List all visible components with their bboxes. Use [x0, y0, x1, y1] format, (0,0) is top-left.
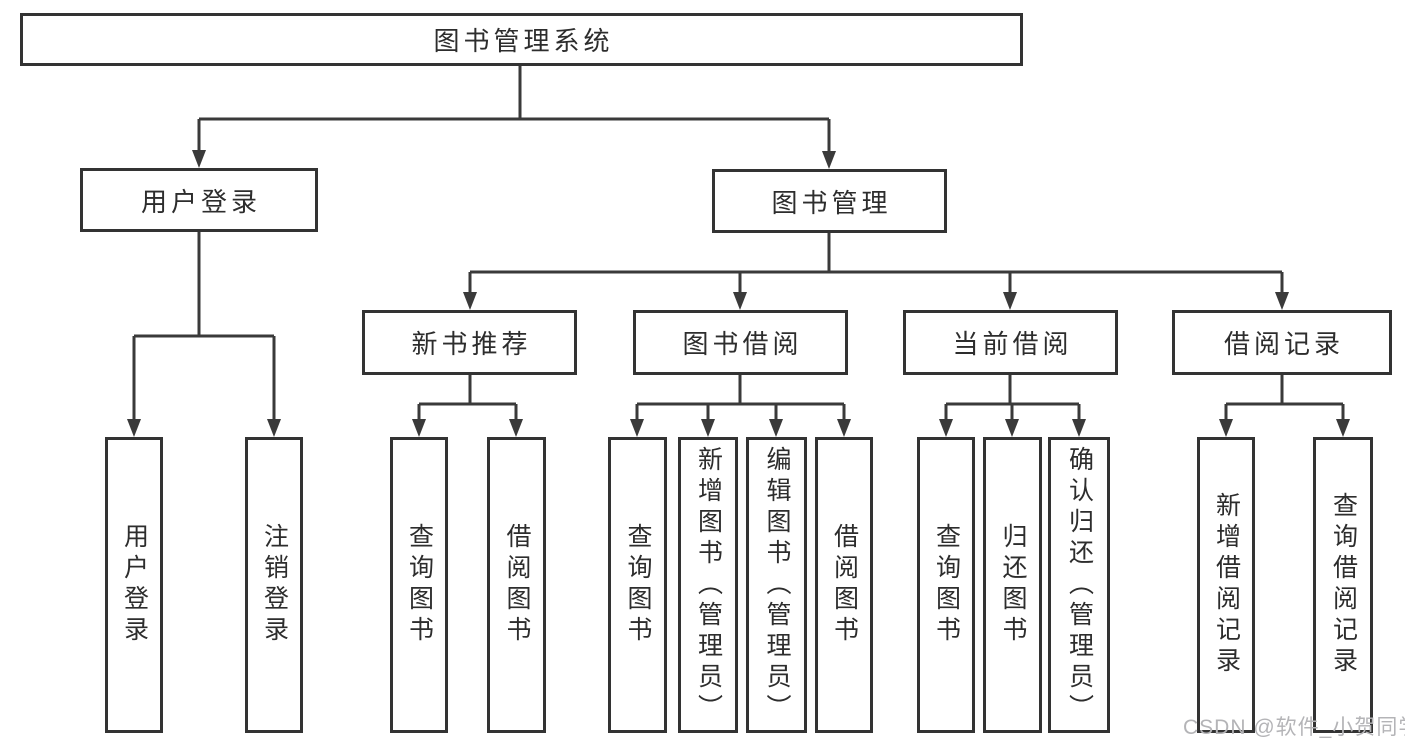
node-new-book-recommendation: 新书推荐 [362, 310, 577, 375]
connector-new-book-recommendation [417, 375, 518, 422]
node-label: 图书借阅 [682, 329, 803, 359]
arrowhead [509, 419, 523, 437]
node-library-system: 图书管理系统 [20, 13, 1023, 66]
arrowhead [192, 150, 206, 168]
node-label: 用户登录 [140, 186, 261, 217]
arrowhead [1275, 292, 1289, 310]
arrowhead [412, 419, 426, 437]
node-label: 借阅记录 [1223, 329, 1344, 359]
leaf-user-login: 用户登录 [105, 437, 163, 733]
leaf-cb-query-books: 查询图书 [917, 437, 975, 733]
node-label: 查询图书 [624, 523, 652, 647]
arrowhead [1336, 419, 1350, 437]
node-label: 新书推荐 [411, 329, 532, 359]
connector-current-borrowing [944, 375, 1081, 422]
node-borrowing-records: 借阅记录 [1172, 310, 1392, 375]
arrowhead [769, 419, 783, 437]
csdn-watermark: CSDN @软件_小贺同学 [1183, 716, 1405, 739]
connector-book-borrowing [635, 375, 846, 422]
arrowhead [701, 419, 715, 437]
node-label: 确认归还（管理员） [1065, 445, 1094, 725]
arrowhead [822, 151, 836, 169]
connector-level1 [197, 64, 831, 153]
leaf-bb-query-books: 查询图书 [608, 437, 667, 733]
arrowhead [127, 419, 141, 437]
connector-borrowing-records [1224, 375, 1345, 422]
node-label: 编辑图书（管理员） [763, 445, 791, 725]
leaf-br-query-borrow-record: 查询借阅记录 [1313, 437, 1373, 733]
arrowhead [463, 292, 477, 310]
leaf-bb-edit-books-admin: 编辑图书（管理员） [746, 437, 807, 733]
arrowhead [939, 419, 953, 437]
node-label: 当前借阅 [952, 329, 1073, 359]
node-label: 查询借阅记录 [1329, 492, 1358, 678]
node-label: 查询图书 [932, 523, 961, 647]
leaf-br-add-borrow-record: 新增借阅记录 [1197, 437, 1255, 733]
arrowhead [1003, 292, 1017, 310]
node-label: 新增图书（管理员） [694, 445, 723, 725]
leaf-logout: 注销登录 [245, 437, 303, 733]
leaf-bb-borrow-books: 借阅图书 [815, 437, 873, 733]
arrowhead [1072, 419, 1086, 437]
node-label: 借阅图书 [503, 523, 531, 647]
connector-user-login [132, 232, 276, 422]
node-label: 注销登录 [260, 523, 289, 647]
node-label: 图书管理系统 [433, 26, 614, 56]
arrowhead [1219, 419, 1233, 437]
leaf-nbr-borrow-books: 借阅图书 [487, 437, 546, 733]
node-current-borrowing: 当前借阅 [903, 310, 1118, 375]
node-label: 归还图书 [999, 523, 1027, 647]
arrowhead [733, 292, 747, 310]
node-label: 查询图书 [405, 523, 434, 647]
leaf-cb-return-books: 归还图书 [983, 437, 1042, 733]
connector-book-management [468, 233, 1284, 295]
arrowhead [630, 419, 644, 437]
node-label: 新增借阅记录 [1212, 492, 1241, 678]
node-label: 用户登录 [120, 523, 149, 647]
node-user-login: 用户登录 [80, 168, 318, 232]
leaf-cb-confirm-return-admin: 确认归还（管理员） [1048, 437, 1110, 733]
leaf-nbr-query-books: 查询图书 [390, 437, 448, 733]
node-book-borrowing: 图书借阅 [633, 310, 848, 375]
arrowhead [837, 419, 851, 437]
leaf-bb-add-books-admin: 新增图书（管理员） [678, 437, 738, 733]
node-label: 图书管理 [771, 187, 892, 218]
arrowhead [1005, 419, 1019, 437]
node-book-management: 图书管理 [712, 169, 947, 233]
node-label: 借阅图书 [830, 523, 859, 647]
arrowhead [267, 419, 281, 437]
